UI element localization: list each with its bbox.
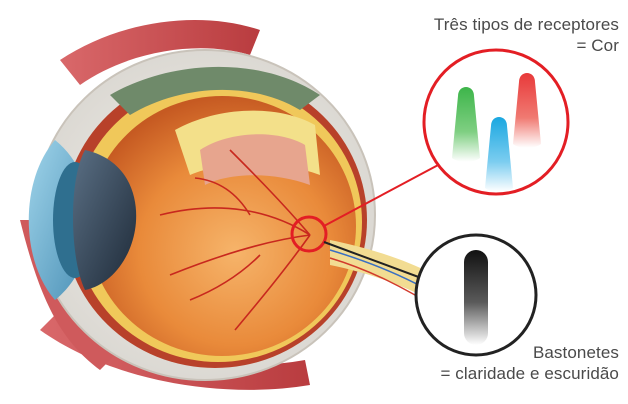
rods-title: Bastonetes [440,342,619,363]
rod-icon [464,250,488,345]
rods-meaning: = claridade e escuridão [440,363,619,384]
cones-meaning: = Cor [434,35,619,56]
cones-title: Três tipos de receptores [434,14,619,35]
cones-annotation: Três tipos de receptores = Cor [434,14,619,56]
rods-annotation: Bastonetes = claridade e escuridão [440,342,619,384]
